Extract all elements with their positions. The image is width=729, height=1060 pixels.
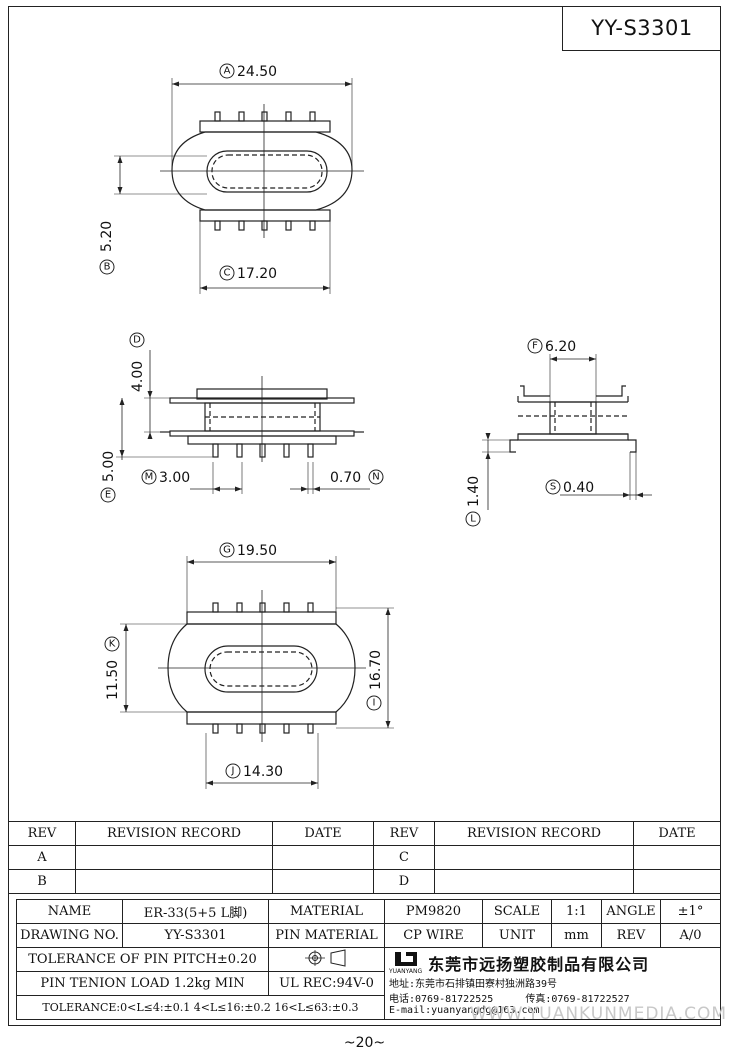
company-phone: 电话:0769-81722525 bbox=[389, 994, 494, 1005]
ul-rec: UL REC:94V-0 bbox=[268, 971, 385, 996]
pin-tension: PIN TENION LOAD 1.2kg MIN bbox=[16, 971, 269, 996]
page-number: ~20~ bbox=[343, 1035, 386, 1051]
rev-label: REV bbox=[601, 923, 661, 948]
dim-s-value: 0.40 bbox=[563, 480, 594, 496]
dim-j-value: 14.30 bbox=[243, 764, 283, 780]
drawing-no-label: DRAWING NO. bbox=[16, 923, 123, 948]
angle-label: ANGLE bbox=[601, 899, 661, 924]
name-value: ER-33(5+5 L脚) bbox=[122, 899, 269, 924]
tolerance-pitch: TOLERANCE OF PIN PITCH±0.20 bbox=[16, 947, 269, 972]
dim-b-letter: B bbox=[104, 262, 111, 273]
angle-value: ±1° bbox=[660, 899, 721, 924]
dim-c-value: 17.20 bbox=[237, 266, 277, 282]
record-header-right: REVISION RECORD bbox=[434, 821, 634, 846]
dim-b-value: 5.20 bbox=[99, 221, 115, 252]
bottom-view bbox=[120, 556, 394, 789]
dim-d-value: 4.00 bbox=[130, 361, 146, 392]
side-view bbox=[482, 354, 652, 510]
dim-e-value: 5.00 bbox=[101, 451, 117, 482]
revision-table: REV REVISION RECORD DATE REV REVISION RE… bbox=[8, 821, 721, 894]
dim-l-value: 1.40 bbox=[466, 476, 482, 507]
top-view-pins bbox=[214, 111, 316, 231]
pin-material-label: PIN MATERIAL bbox=[268, 923, 385, 948]
rev-value: A/0 bbox=[660, 923, 721, 948]
dim-l-letter: L bbox=[470, 514, 476, 525]
scale-value: 1:1 bbox=[551, 899, 602, 924]
pin-material-value: CP WIRE bbox=[384, 923, 483, 948]
dim-i-letter: I bbox=[373, 698, 376, 709]
company-contact: 电话:0769-81722525 传真:0769-81722527 bbox=[389, 990, 716, 1005]
dim-i-value: 16.70 bbox=[368, 650, 384, 690]
dimension-arrows bbox=[117, 81, 643, 786]
revision-row: B D bbox=[8, 869, 721, 894]
watermark: WWW.YUANKUNMEDIA.COM bbox=[470, 1004, 728, 1024]
third-angle-projection-icon bbox=[304, 948, 345, 967]
dim-e-letter: E bbox=[105, 490, 111, 501]
date-header-left: DATE bbox=[272, 821, 374, 846]
company-block: YUANYANG 东莞市远扬塑胶制品有限公司 地址:东莞市石排镇田寮村独洲路39… bbox=[384, 947, 721, 1020]
dim-n-value: 0.70 bbox=[330, 470, 361, 486]
part-number-title: YY-S3301 bbox=[562, 6, 721, 51]
front-view-pins bbox=[212, 443, 314, 458]
bottom-view-pins bbox=[212, 602, 314, 734]
name-label: NAME bbox=[16, 899, 123, 924]
front-view bbox=[116, 350, 370, 494]
rev-header-left: REV bbox=[8, 821, 76, 846]
company-logo: YUANYANG bbox=[389, 950, 422, 975]
dim-k-value: 11.50 bbox=[105, 660, 121, 700]
company-fax: 传真:0769-81722527 bbox=[525, 994, 630, 1005]
yuanyang-logo-icon bbox=[394, 952, 417, 966]
rev-cell: B bbox=[8, 869, 76, 894]
spec-table: NAME ER-33(5+5 L脚) MATERIAL PM9820 SCALE… bbox=[16, 899, 721, 1020]
unit-value: mm bbox=[551, 923, 602, 948]
top-view bbox=[114, 78, 364, 294]
drawing-no-value: YY-S3301 bbox=[122, 923, 269, 948]
date-header-right: DATE bbox=[633, 821, 721, 846]
tolerance-general: TOLERANCE:0<L≤4:±0.1 4<L≤16:±0.2 16<L≤63… bbox=[16, 995, 385, 1020]
material-value: PM9820 bbox=[384, 899, 483, 924]
company-name: 东莞市远扬塑胶制品有限公司 bbox=[428, 954, 650, 974]
dim-c-letter: C bbox=[224, 268, 231, 279]
dim-m-value: 3.00 bbox=[159, 470, 190, 486]
dim-k-letter: K bbox=[109, 639, 116, 650]
dim-a-letter: A bbox=[224, 66, 231, 77]
unit-label: UNIT bbox=[482, 923, 552, 948]
rev-header-right: REV bbox=[373, 821, 435, 846]
dim-j-letter: J bbox=[231, 766, 235, 777]
dim-s-letter: S bbox=[550, 482, 556, 493]
scale-label: SCALE bbox=[482, 899, 552, 924]
rev-cell: C bbox=[373, 845, 435, 870]
dim-g-letter: G bbox=[223, 545, 231, 556]
dim-n-letter: N bbox=[372, 472, 379, 483]
dim-f-value: 6.20 bbox=[545, 339, 576, 355]
rev-cell: D bbox=[373, 869, 435, 894]
revision-row: A C bbox=[8, 845, 721, 870]
record-header-left: REVISION RECORD bbox=[75, 821, 273, 846]
dim-f-letter: F bbox=[532, 341, 538, 352]
material-label: MATERIAL bbox=[268, 899, 385, 924]
dim-d-letter: D bbox=[133, 335, 141, 346]
drawing-sheet-border bbox=[8, 6, 721, 1026]
projection-symbol bbox=[268, 947, 385, 972]
rev-cell: A bbox=[8, 845, 76, 870]
company-address: 地址:东莞市石排镇田寮村独洲路39号 bbox=[389, 979, 558, 990]
company-email: E-mail:yuanyangdg@163.com bbox=[389, 1005, 540, 1016]
dim-m-letter: M bbox=[145, 472, 154, 483]
dim-a-value: 24.50 bbox=[237, 64, 277, 80]
dim-g-value: 19.50 bbox=[237, 543, 277, 559]
